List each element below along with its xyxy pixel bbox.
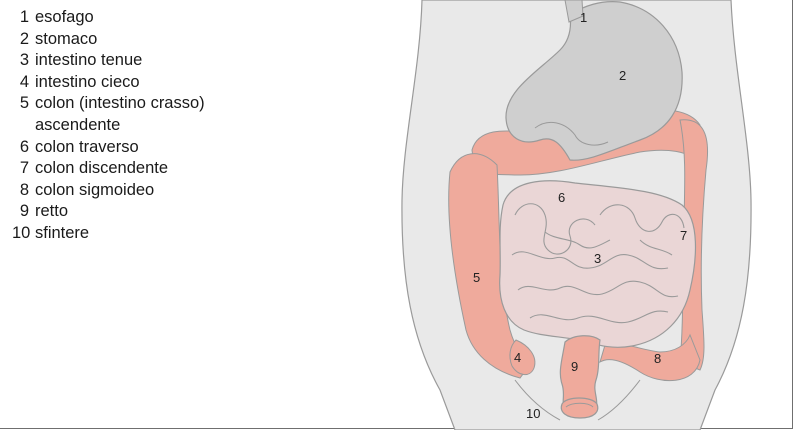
label-small-intestine: 3 <box>594 251 601 266</box>
label-rectum: 9 <box>571 359 578 374</box>
label-sphincter: 10 <box>526 406 540 421</box>
label-esophagus: 1 <box>580 10 587 25</box>
label-descending-colon: 7 <box>680 228 687 243</box>
label-sigmoid-colon: 8 <box>654 351 661 366</box>
sphincter <box>561 398 597 418</box>
label-stomach: 2 <box>619 68 626 83</box>
label-ascending-colon: 5 <box>473 270 480 285</box>
label-cecum: 4 <box>514 350 521 365</box>
label-transverse-colon: 6 <box>558 190 565 205</box>
